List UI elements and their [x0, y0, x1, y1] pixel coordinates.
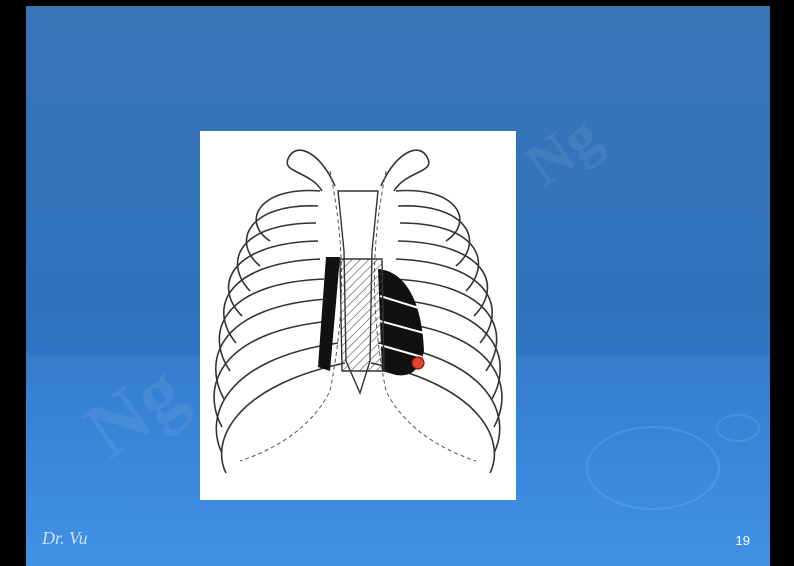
page-number: 19: [735, 533, 750, 548]
author-label: Dr. Vu: [42, 528, 88, 548]
ripple-decoration-small: [716, 414, 760, 442]
ripple-decoration: [586, 426, 720, 510]
left-dark-region: [318, 257, 340, 371]
rib-gaps: [379, 295, 425, 358]
ribcage-figure: [200, 131, 516, 500]
dashed-lines: [239, 170, 477, 462]
highlight-marker: [411, 356, 425, 370]
slide: Ng Ng: [26, 6, 770, 566]
ribs-left: [213, 189, 346, 474]
clavicles: [286, 149, 430, 192]
ribcage-diagram: [213, 149, 503, 474]
right-dark-region: [378, 269, 424, 376]
watermark-right: Ng: [513, 102, 612, 199]
heart-shadow: [339, 258, 385, 372]
